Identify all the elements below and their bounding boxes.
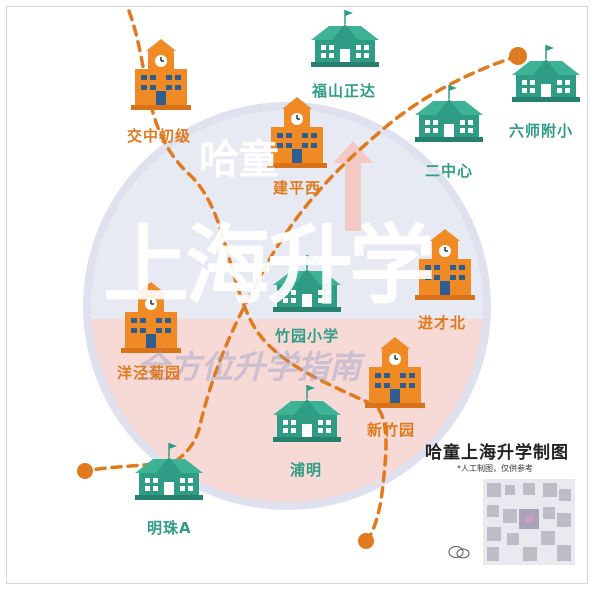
school-label: 建平西: [273, 179, 322, 197]
school-label: 洋泾菊园: [117, 364, 182, 382]
wechat-icon: [448, 546, 470, 559]
watermark-main: 上海升学: [103, 216, 435, 316]
map-title: 哈童上海升学制图: [425, 443, 569, 463]
school-label: 福山正达: [312, 82, 377, 100]
map-background: [77, 9, 581, 549]
route-endpoint: [77, 463, 93, 479]
qr-code-icon: [483, 479, 575, 565]
school-label: 交中初级: [127, 127, 192, 145]
school-label: 浦明: [290, 461, 323, 479]
school-icon-fushan: [310, 9, 380, 68]
map-note: *人工制图，仅供参考: [457, 464, 533, 473]
watermark-brand: 哈童: [199, 137, 279, 183]
route-endpoint: [358, 533, 374, 549]
school-label: 进才北: [418, 314, 467, 332]
school-map: 哈童 上海升学 全方位升学指南 交中初级 建平西 福山正达 二中心 六师附小 进…: [6, 6, 588, 584]
school-label: 竹园小学: [275, 327, 340, 345]
school-label: 二中心: [425, 162, 474, 180]
school-label: 明珠A: [147, 519, 192, 537]
watermark-slogan: 全方位升学指南: [137, 348, 362, 386]
route-endpoint: [509, 47, 527, 65]
watermark-arrow: [333, 141, 373, 231]
school-icon-erzhongxin: [414, 84, 484, 143]
school-label: 新竹园: [367, 421, 416, 439]
school-label: 六师附小: [509, 122, 574, 140]
